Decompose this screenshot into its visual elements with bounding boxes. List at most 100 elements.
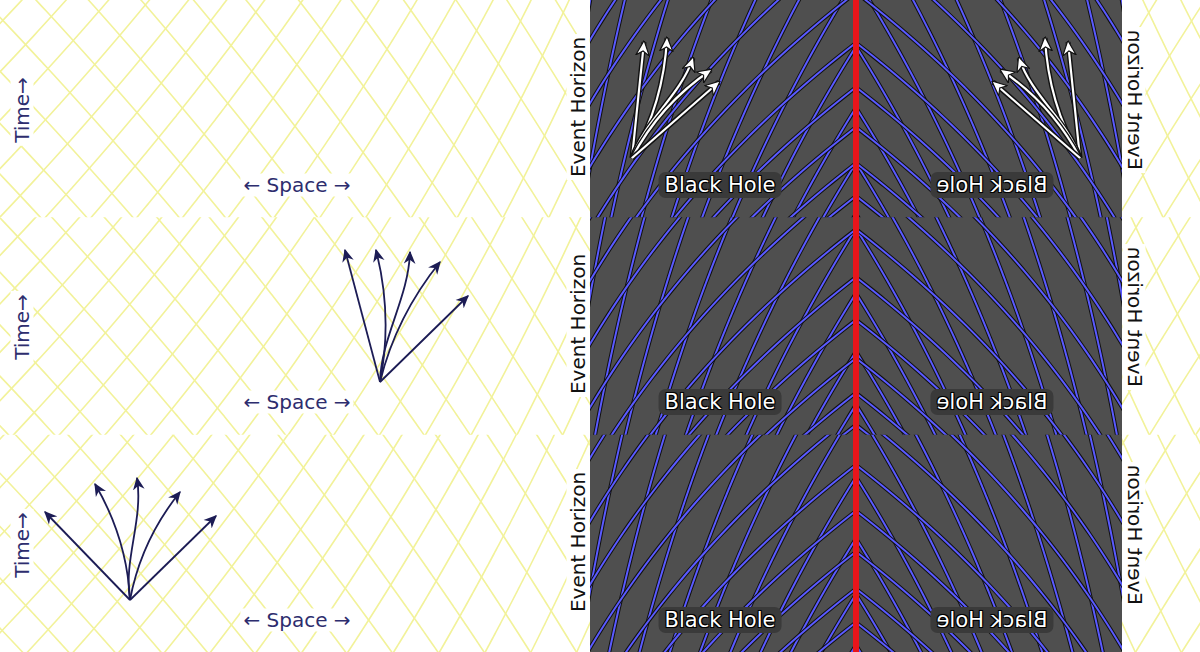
black-hole-grid <box>854 0 1122 217</box>
grid-line <box>1122 435 1200 652</box>
grid-line <box>0 435 120 652</box>
grid-line-edge <box>632 0 852 217</box>
grid-line <box>1122 217 1152 434</box>
axis-label: ← Space → <box>240 608 353 631</box>
spacetime-grid <box>0 435 590 652</box>
horizon-label: Event Horizon <box>1123 462 1146 608</box>
grid-line-edge <box>594 0 783 217</box>
light-cone-arrow <box>993 82 1080 158</box>
grid-line-edge <box>812 435 858 652</box>
grid-line <box>646 217 858 434</box>
grid-line <box>0 217 125 434</box>
grid-line <box>854 0 928 217</box>
grid-line <box>1122 217 1200 434</box>
grid-line <box>854 435 900 652</box>
grid-line <box>822 0 858 217</box>
grid-line <box>528 435 590 652</box>
grid-line <box>1122 217 1193 434</box>
grid-line <box>546 0 590 217</box>
grid-line-edge <box>854 435 924 652</box>
spacetime-grid <box>0 217 590 434</box>
grid-line-edge <box>590 435 607 652</box>
grid-line <box>774 435 858 652</box>
grid-line <box>1178 435 1200 652</box>
region-label: Black Hole <box>659 389 782 415</box>
grid-line <box>40 0 230 217</box>
grid-line <box>453 0 590 217</box>
grid-line-edge <box>622 435 834 652</box>
grid-line <box>854 435 924 652</box>
black-hole-grid <box>854 217 1122 434</box>
grid-line <box>0 217 40 434</box>
light-cone-arrow <box>130 492 180 600</box>
grid-line <box>0 0 46 217</box>
grid-line <box>1094 0 1122 217</box>
grid-line <box>854 0 890 217</box>
grid-line <box>11 435 212 652</box>
region-label: Black Hole <box>931 389 1054 415</box>
grid-line <box>0 217 152 434</box>
grid-line-edge <box>854 435 900 652</box>
grid-line <box>1060 435 1122 652</box>
grid-line-edge <box>774 435 858 652</box>
grid-line <box>416 217 566 434</box>
grid-line <box>854 0 892 217</box>
grid-line <box>48 217 244 434</box>
grid-line <box>0 435 177 652</box>
grid-line <box>590 435 607 652</box>
light-cone-arrow <box>345 250 380 382</box>
grid-line <box>0 435 74 652</box>
grid-line-edge <box>788 435 858 652</box>
light-cone-arrow <box>380 252 410 382</box>
horizon-label: Event Horizon <box>567 34 590 180</box>
horizon-label: Event Horizon <box>567 251 590 397</box>
grid-line <box>860 0 1080 217</box>
grid-line <box>1146 217 1200 434</box>
grid-line <box>68 435 253 652</box>
horizon-label: Event Horizon <box>567 469 590 615</box>
grid-line <box>0 435 166 652</box>
grid-line-edge <box>590 217 634 434</box>
grid-line-edge <box>854 0 928 217</box>
grid-line <box>1122 0 1159 217</box>
grid-line <box>594 0 783 217</box>
grid-line <box>192 217 355 434</box>
grid-line <box>222 435 396 652</box>
left-half <box>0 0 1156 652</box>
grid-line <box>0 435 138 652</box>
light-cone-arrow <box>380 296 468 382</box>
horizon-label: Event Horizon <box>1123 244 1146 390</box>
grid-line-edge <box>860 0 1080 217</box>
light-cone-arrow <box>130 516 216 600</box>
grid-line-edge <box>1121 0 1122 217</box>
grid-line <box>1121 0 1122 217</box>
grid-line-edge <box>854 217 1066 434</box>
grid-line <box>854 217 1066 434</box>
grid-line <box>1122 217 1145 434</box>
grid-line-edge <box>790 0 858 217</box>
light-cone-arrow <box>45 512 130 600</box>
grid-line <box>32 0 230 217</box>
grid-line <box>622 435 834 652</box>
black-hole-grid <box>590 0 858 217</box>
grid-line <box>1122 0 1200 217</box>
grid-line <box>64 435 258 652</box>
spacetime-grid <box>1122 0 1200 217</box>
grid-line <box>1078 217 1122 434</box>
grid-line-edge <box>822 0 858 217</box>
grid-line <box>1122 0 1166 217</box>
grid-line <box>929 0 1118 217</box>
arrow-shadow <box>632 82 719 158</box>
grid-line <box>590 0 618 217</box>
grid-line <box>190 0 368 217</box>
region-label: Black Hole <box>931 172 1054 198</box>
grid-line-edge <box>854 0 922 217</box>
black-hole-grid <box>590 435 858 652</box>
grid-line <box>1122 435 1200 652</box>
grid-line <box>608 217 809 434</box>
axis-label: Time→ <box>11 74 34 146</box>
grid-line <box>0 435 9 652</box>
grid-line-edge <box>929 0 1118 217</box>
grid-line <box>788 435 858 652</box>
